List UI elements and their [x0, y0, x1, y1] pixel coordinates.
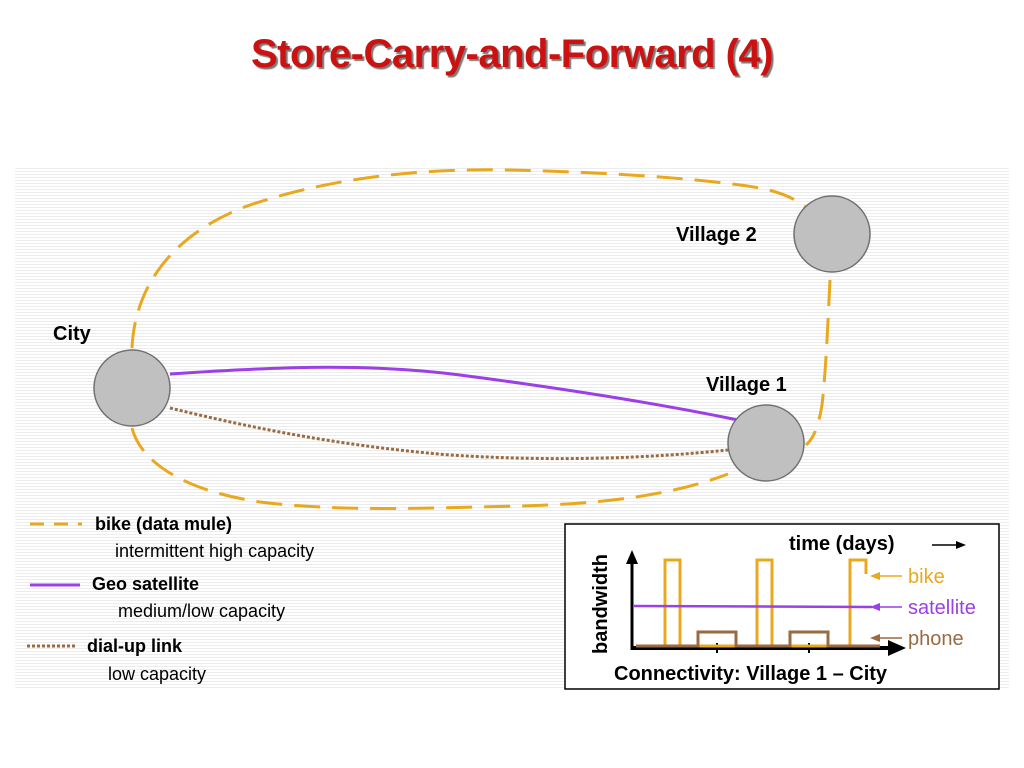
city-node	[93, 349, 171, 427]
village2-label: Village 2	[676, 224, 757, 246]
inset-phone-label: phone	[908, 628, 964, 650]
village1-label: Village 1	[706, 374, 787, 396]
inset-y-axis-label: bandwidth	[590, 554, 612, 654]
legend-dialup-name: dial-up link	[87, 636, 183, 656]
bike-route-line-lower	[130, 427, 729, 510]
inset-y-axis-arrow	[626, 550, 638, 564]
inset-bike-label: bike	[908, 566, 945, 588]
legend-satellite-desc: medium/low capacity	[118, 601, 285, 621]
inset-x-axis-label: time (days)	[789, 533, 895, 555]
inset-caption: Connectivity: Village 1 – City	[614, 663, 888, 685]
inset-phone-pointer-head	[870, 634, 880, 642]
legend-satellite-name: Geo satellite	[92, 574, 199, 594]
inset-bike-line	[652, 558, 868, 648]
village2-node	[793, 195, 871, 273]
inset-satellite-label: satellite	[908, 597, 976, 619]
inset-phone-line	[636, 630, 880, 648]
inset-x-label-arrow-head	[956, 541, 966, 549]
village1-node	[727, 404, 805, 482]
inset-x-axis-arrow	[888, 640, 906, 656]
city-label: City	[53, 323, 92, 345]
satellite-link-line	[169, 365, 739, 422]
bike-route-line-village-link	[804, 279, 832, 447]
legend-bike-desc: intermittent high capacity	[115, 541, 314, 561]
inset-bike-pointer-head	[870, 572, 880, 580]
bike-route-line	[130, 168, 812, 349]
legend-dialup-desc: low capacity	[108, 664, 206, 684]
inset-satellite-line	[633, 604, 873, 609]
inset-satellite-pointer-head	[870, 603, 880, 611]
legend: bike (data mule) intermittent high capac…	[27, 514, 314, 684]
slide-title: Store-Carry-and-Forward (4)	[250, 32, 774, 76]
legend-bike-name: bike (data mule)	[95, 514, 232, 534]
connectivity-inset: bike satellite phone time (days) bandwid…	[564, 523, 1000, 690]
dialup-link-line	[169, 406, 729, 461]
